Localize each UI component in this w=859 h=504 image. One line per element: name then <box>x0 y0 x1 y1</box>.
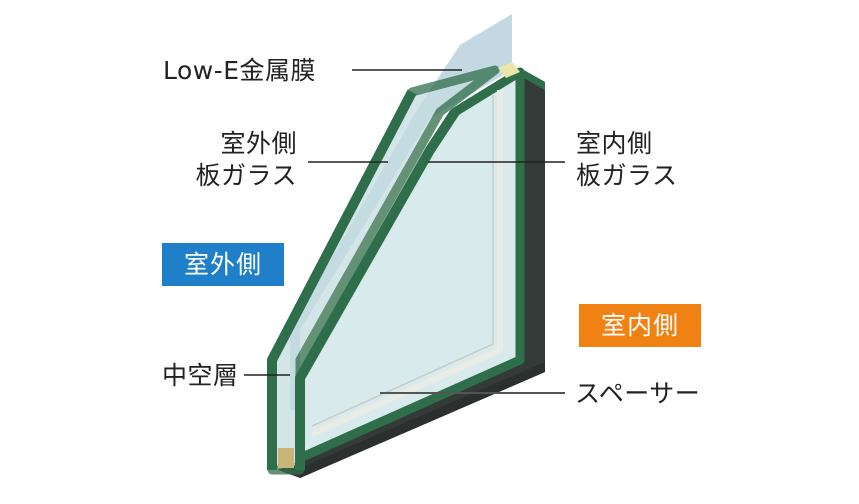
low-e-film <box>290 14 512 410</box>
frame-right-highlight <box>520 68 545 90</box>
indoor-glass-edge <box>295 109 460 470</box>
spacer-chip <box>278 448 294 468</box>
label-outdoor-glass-line1: 室外側 <box>220 129 297 158</box>
spacer-strip <box>310 90 503 437</box>
frame-bottom-dark <box>300 362 545 478</box>
corner-chip <box>498 62 520 78</box>
label-outdoor-glass-line2: 板ガラス <box>195 161 297 190</box>
label-indoor-glass-line2: 板ガラス <box>576 161 678 190</box>
badge-outdoor-side: 室外側 <box>162 243 284 286</box>
spacer-strip-edge <box>311 95 494 427</box>
badge-indoor-side: 室内側 <box>579 304 701 347</box>
outdoor-glass-edge <box>267 89 417 470</box>
label-spacer: スペーサー <box>575 379 701 408</box>
label-air-layer: 中空層 <box>162 361 239 390</box>
label-indoor-glass-line1: 室内側 <box>576 129 653 158</box>
label-low-e-film: Low-E金属膜 <box>163 56 317 85</box>
